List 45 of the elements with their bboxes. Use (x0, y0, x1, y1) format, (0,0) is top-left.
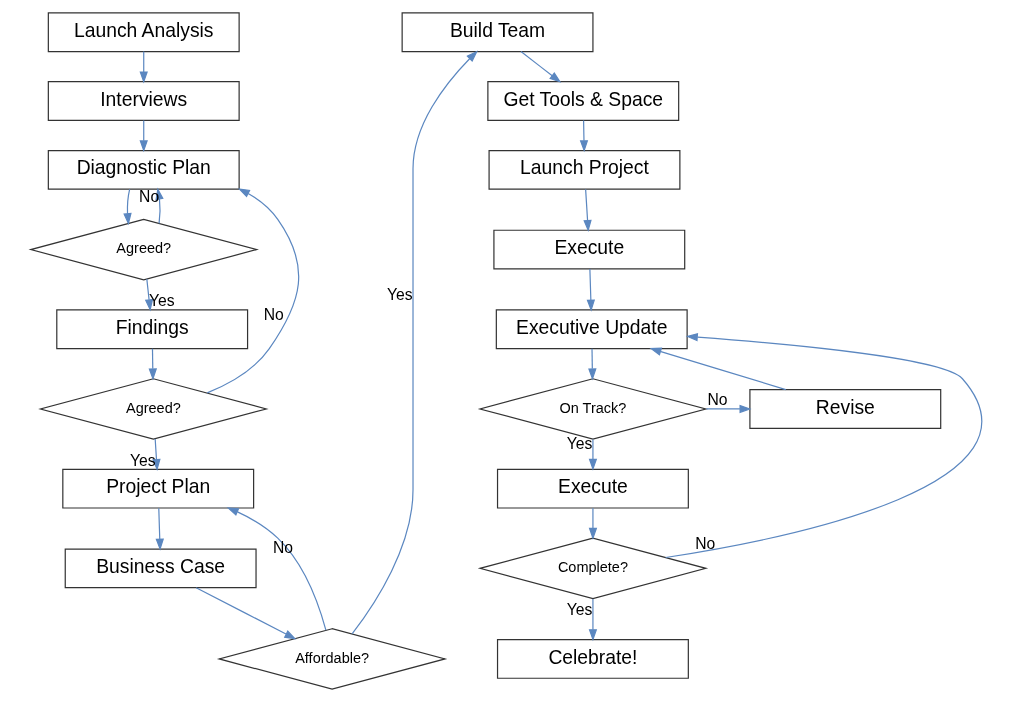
edge-label: No (263, 305, 284, 323)
node-diamond: Agreed? (38, 378, 269, 440)
arrow (588, 438, 598, 471)
node-box: Diagnostic Plan (47, 149, 240, 190)
node-box: Launch Analysis (47, 12, 240, 53)
node-diamond: Agreed? (28, 218, 259, 281)
arrow (588, 598, 598, 642)
arrow (649, 347, 787, 391)
node-box: Interviews (47, 81, 240, 121)
node-box: Get Tools & Space (487, 81, 680, 121)
arrow (588, 507, 598, 540)
node-box: Revise (749, 389, 942, 429)
node-box: Project Plan (62, 468, 255, 509)
edge-label: No (707, 390, 728, 408)
node-box: Execute (493, 229, 686, 270)
arrow (139, 119, 148, 153)
arrow (705, 404, 752, 414)
arrow (351, 50, 478, 635)
edge-label: Yes (148, 292, 175, 310)
node-box: Launch Project (488, 149, 681, 190)
arrow (139, 50, 148, 84)
node-box: Business Case (64, 548, 257, 589)
arrow (588, 348, 597, 381)
arrow (583, 188, 592, 232)
node-box: Celebrate! (496, 639, 689, 679)
arrow (148, 348, 157, 381)
edge-label: Yes (566, 600, 593, 618)
edge-label: No (272, 538, 293, 556)
edge-label: Yes (130, 452, 156, 470)
arrow (195, 587, 297, 640)
arrow (206, 188, 300, 394)
arrow (226, 507, 327, 631)
edge-label: No (139, 187, 160, 205)
node-box: Execute (496, 468, 689, 509)
arrow (520, 50, 562, 83)
node-box: Executive Update (495, 309, 688, 350)
arrow (144, 278, 154, 312)
node-box: Build Team (401, 12, 594, 53)
arrow (155, 507, 164, 551)
edge-label: Yes (386, 285, 413, 303)
arrow (579, 119, 589, 153)
node-box: Findings (56, 309, 249, 350)
arrow (123, 188, 132, 226)
arrow (665, 333, 983, 559)
arrow (586, 268, 596, 312)
